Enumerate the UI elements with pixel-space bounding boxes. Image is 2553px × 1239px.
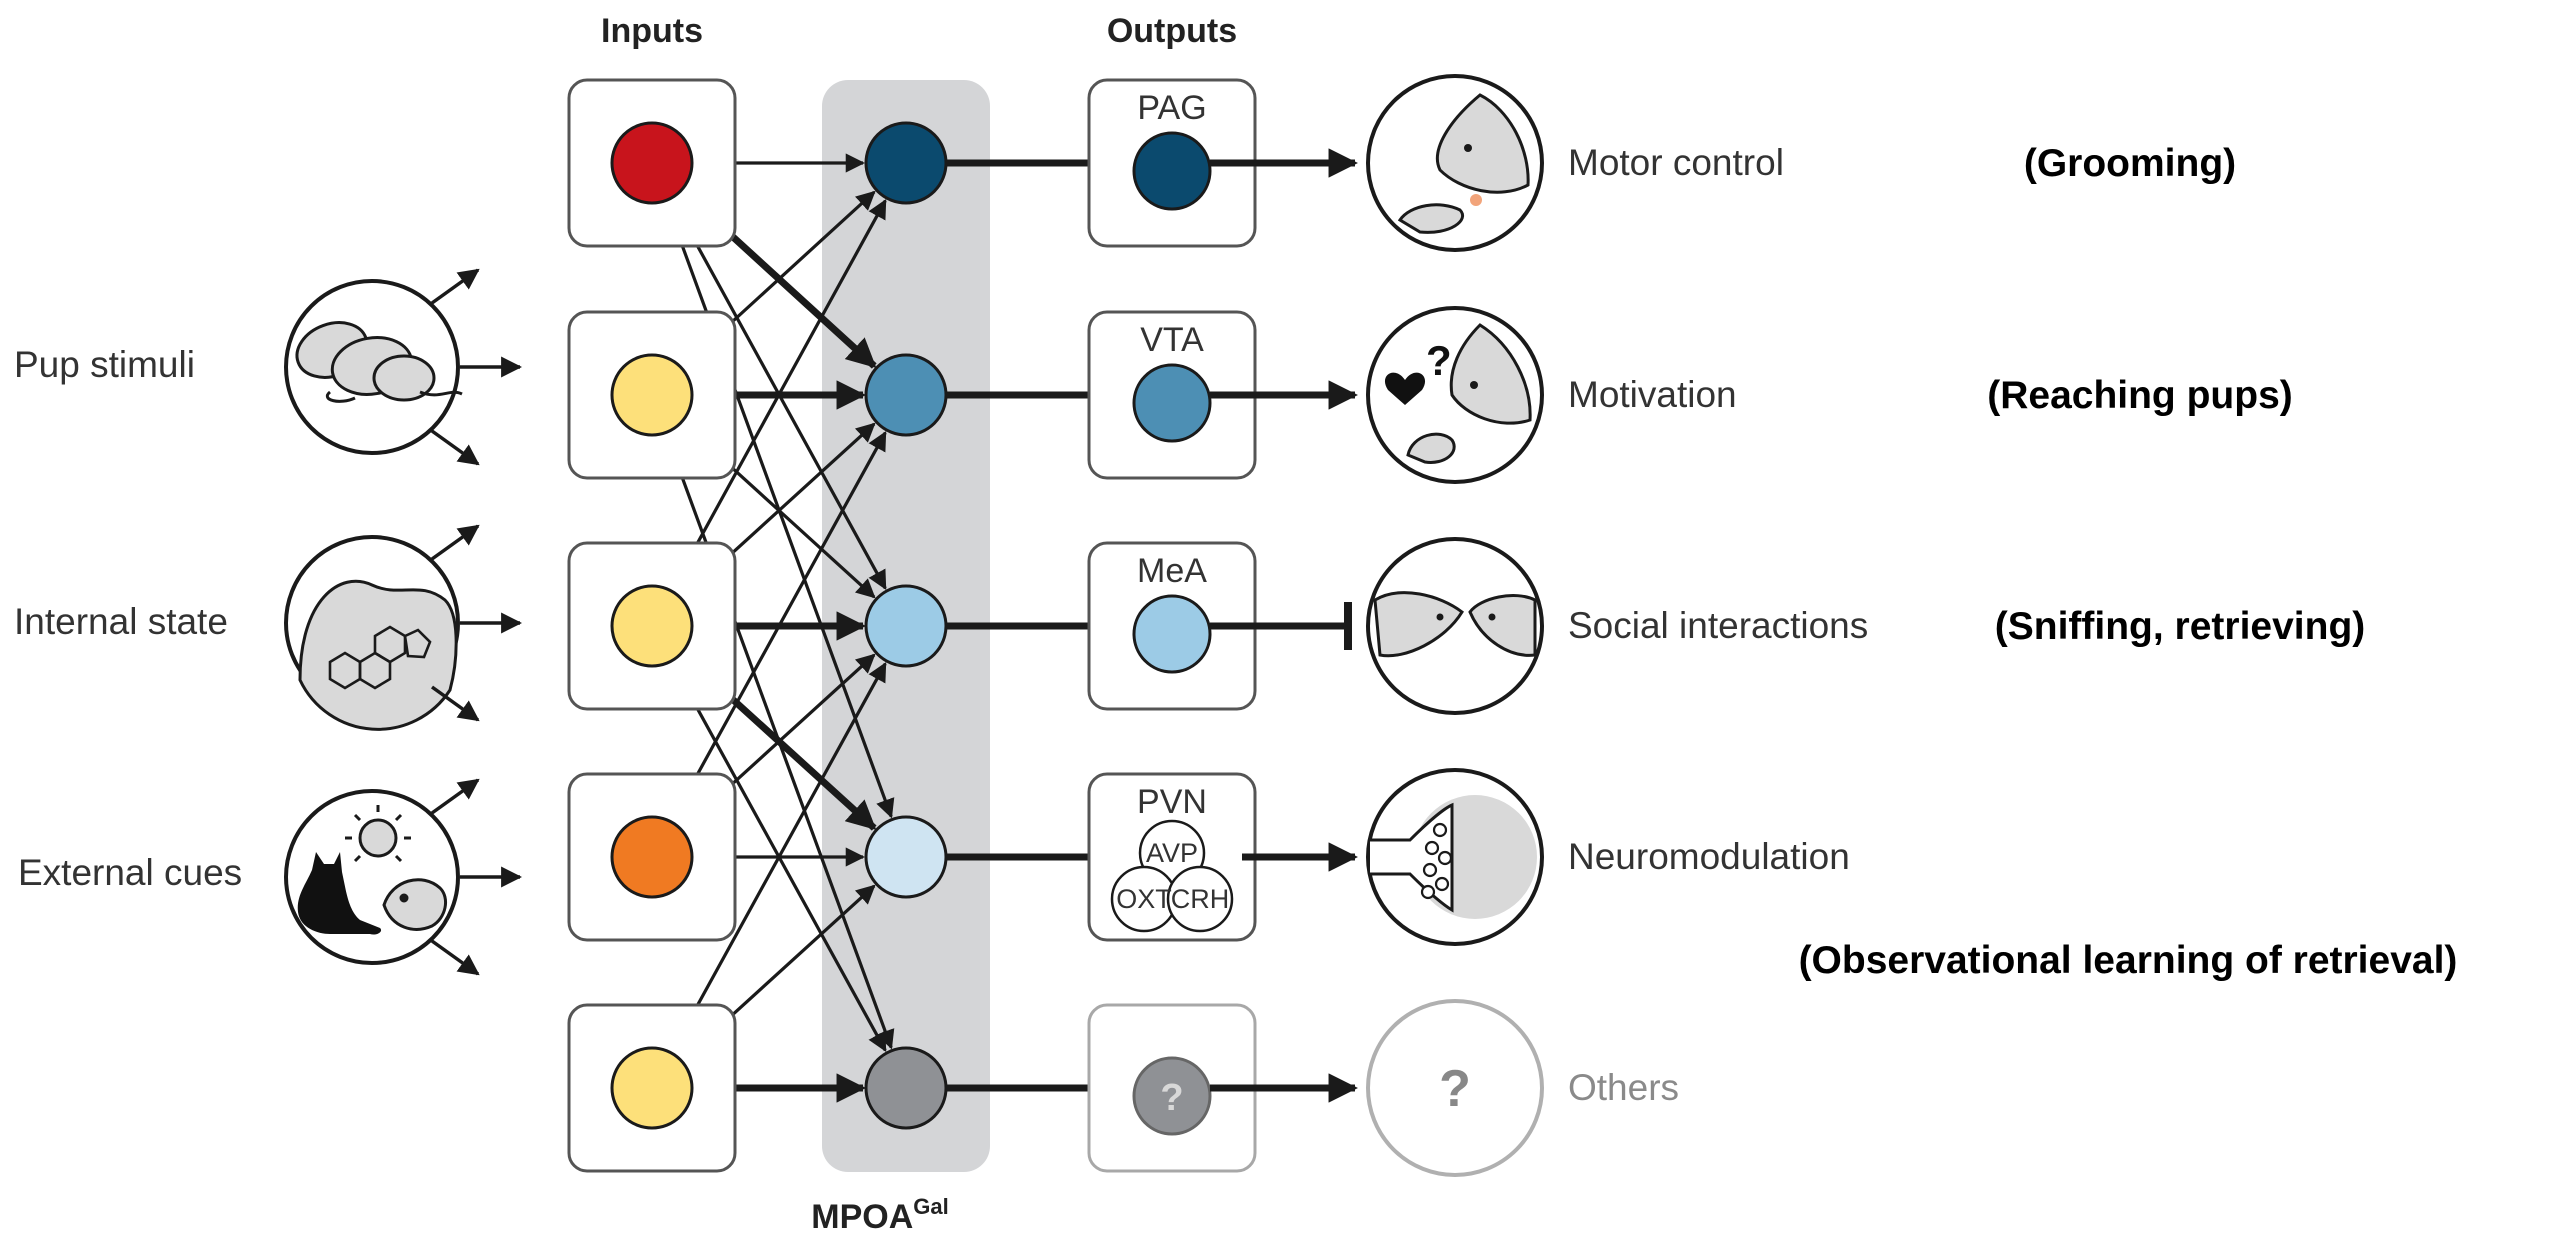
cat-silhouette-icon xyxy=(297,852,382,935)
input-sources: Pup stimuli Internal state xyxy=(14,268,523,976)
sun-icon xyxy=(345,805,411,863)
outputs-header: Outputs xyxy=(1107,12,1237,50)
output-node xyxy=(1132,131,1212,211)
input-node xyxy=(610,353,694,437)
region-label: VTA xyxy=(1140,321,1204,359)
function-label: Others xyxy=(1568,1067,1679,1108)
connection-arrow xyxy=(669,430,887,823)
inputs-header: Inputs xyxy=(601,12,703,50)
region-label-pvn: PVN xyxy=(1137,783,1207,821)
behavior-label: (Grooming) xyxy=(2024,142,2236,185)
external-cues-label: External cues xyxy=(18,852,242,893)
mpoa-label: MPOAGal xyxy=(811,1194,948,1236)
function-label: Social interactions xyxy=(1568,605,1868,646)
unknown-node-glyph: ? xyxy=(1160,1077,1183,1119)
output-node xyxy=(1132,594,1212,674)
output-icons: ? ? xyxy=(1366,74,1544,1177)
function-label: Motor control xyxy=(1568,142,1784,183)
pvn-subcell xyxy=(1166,865,1234,933)
region-label: MeA xyxy=(1137,552,1207,590)
input-node xyxy=(610,121,694,205)
input-node xyxy=(610,1046,694,1130)
mpoa-neuron xyxy=(864,815,948,899)
input-column xyxy=(567,78,737,1173)
region-label: PAG xyxy=(1137,89,1206,127)
output-node xyxy=(1132,1056,1212,1136)
motivation-mouse-icon: ? xyxy=(1366,306,1544,484)
pvn-subcell-label: OXT xyxy=(1116,884,1172,914)
internal-state-label: Internal state xyxy=(14,601,228,642)
mpoa-neuron xyxy=(864,121,948,205)
svg-text:?: ? xyxy=(1426,337,1452,384)
pvn-subcell-label: AVP xyxy=(1146,838,1198,868)
mpoa-neuron xyxy=(864,584,948,668)
behavior-label: (Sniffing, retrieving) xyxy=(1995,605,2366,648)
heart-icon xyxy=(1384,372,1426,405)
connection-arrow xyxy=(669,199,887,592)
function-label: Motivation xyxy=(1568,374,1737,415)
svg-text:?: ? xyxy=(1439,1060,1471,1118)
output-node xyxy=(1132,363,1212,443)
input-node xyxy=(610,584,694,668)
external-cues-source: External cues xyxy=(18,778,523,976)
pup-stimuli-label: Pup stimuli xyxy=(14,344,195,385)
mpoa-neuron xyxy=(864,1046,948,1130)
output-labels: Motor control (Grooming) Motivation (Reachi… xyxy=(1568,142,2365,1108)
social-mice-icon xyxy=(1366,537,1544,715)
question-mark-icon: ? xyxy=(1366,999,1544,1177)
input-node xyxy=(610,815,694,899)
internal-state-source: Internal state xyxy=(14,524,523,731)
mouse-face-icon xyxy=(382,878,448,931)
steroid-rings xyxy=(328,625,432,690)
observational-learning-label: (Observational learning of retrieval) xyxy=(1799,939,2458,982)
pup-drawing xyxy=(295,321,463,403)
function-label: Neuromodulation xyxy=(1568,836,1850,877)
pvn-subcell-label: CRH xyxy=(1171,884,1230,914)
behavior-label: (Reaching pups) xyxy=(1987,374,2293,417)
grooming-mouse-icon xyxy=(1366,74,1544,252)
connection-arrow xyxy=(669,661,887,1054)
neurosecretory-terminal-icon xyxy=(1366,768,1544,946)
pup-stimuli-source: Pup stimuli xyxy=(14,268,523,466)
mpoa-neuron xyxy=(864,353,948,437)
